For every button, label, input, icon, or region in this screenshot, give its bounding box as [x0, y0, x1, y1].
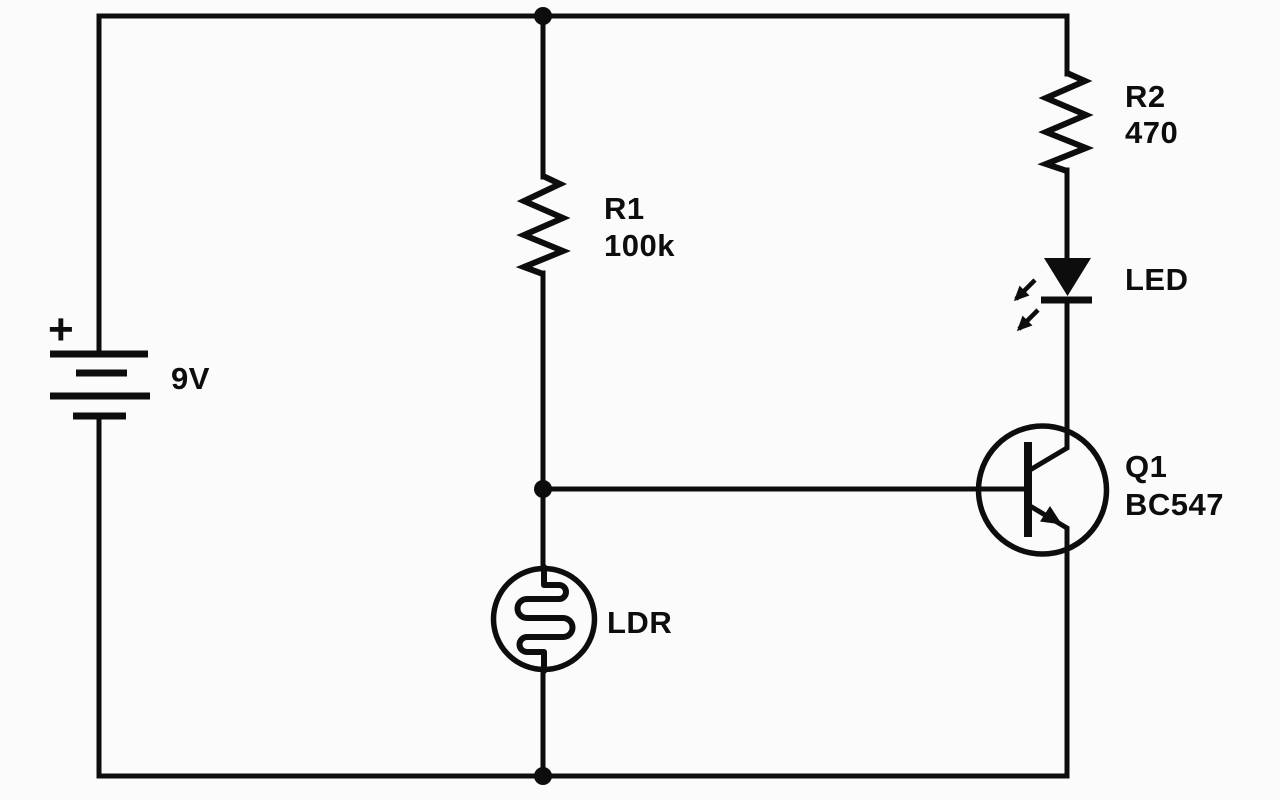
battery-polarity-label: +: [48, 305, 74, 354]
ldr-serpentine-track: [514, 564, 576, 674]
battery-value-label: 9V: [171, 361, 210, 396]
resistor-r2-designator: R2: [1125, 79, 1166, 114]
wire-top-and-left-upper: [96, 13, 1070, 357]
wire-emitter-to-bottom: [1026, 502, 1070, 779]
resistor-r1-zigzag: [515, 173, 571, 277]
resistor-r2-zigzag: [1037, 70, 1095, 174]
wire-led-to-collector: [1026, 297, 1070, 474]
led-symbol: LED: [1013, 258, 1189, 332]
ldr-symbol: LDR: [490, 564, 672, 674]
wires: [96, 13, 1070, 779]
junction-dots: [534, 7, 552, 785]
resistor-r2-value: 470: [1125, 115, 1178, 150]
led-label: LED: [1125, 262, 1189, 297]
junction-dot-bottom: [534, 767, 552, 785]
transistor-q1: Q1 BC547: [975, 423, 1224, 557]
led-light-arrow-1: [1013, 278, 1037, 302]
led-light-arrow-2: [1016, 308, 1040, 332]
transistor-body-circle: [975, 423, 1110, 557]
transistor-emitter-arrowhead: [1040, 506, 1062, 525]
wire-left-lower-and-bottom: [96, 413, 1070, 779]
resistor-r1-value: 100k: [604, 228, 675, 263]
junction-dot-base: [534, 480, 552, 498]
resistor-r1: R1 100k: [515, 173, 675, 277]
transistor-part-label: BC547: [1125, 487, 1224, 522]
battery-symbol: + 9V: [48, 305, 210, 420]
resistor-r2: R2 470: [1037, 70, 1178, 174]
resistor-r1-designator: R1: [604, 191, 645, 226]
ldr-label: LDR: [607, 605, 672, 640]
transistor-designator-label: Q1: [1125, 449, 1167, 484]
led-triangle: [1044, 258, 1091, 296]
junction-dot-top: [534, 7, 552, 25]
